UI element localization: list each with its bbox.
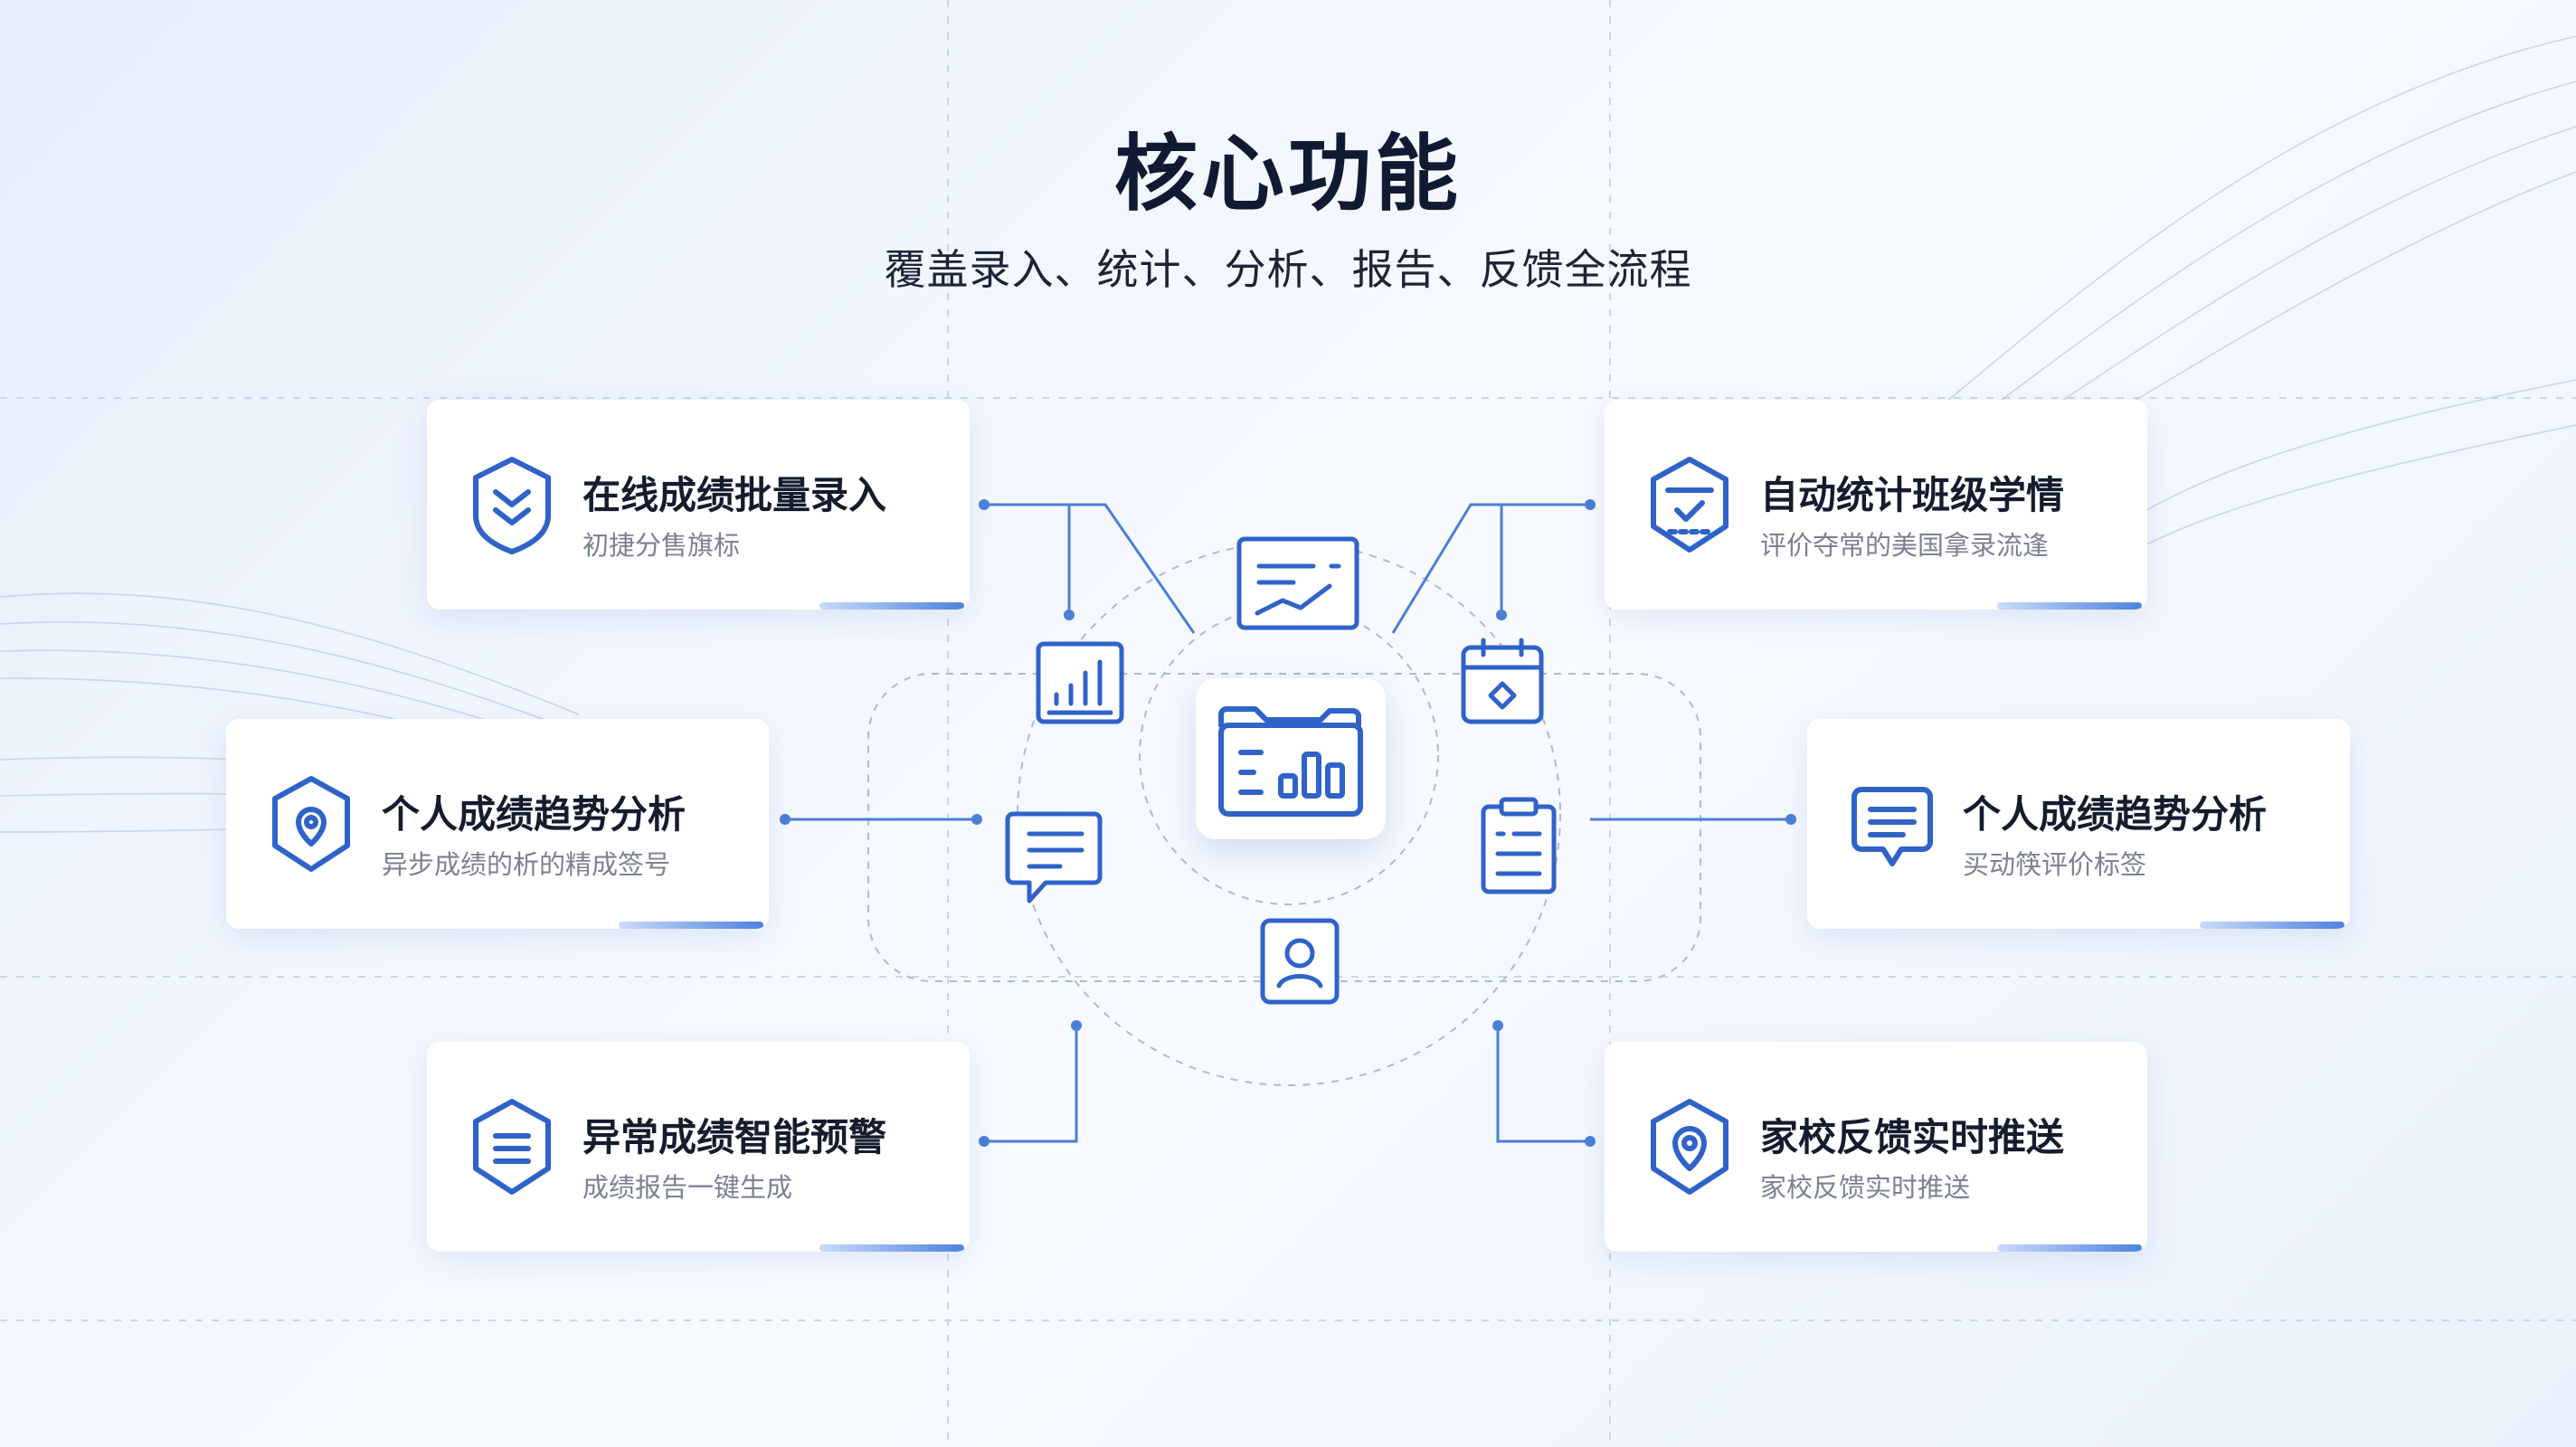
message-icon	[1005, 811, 1103, 903]
hub-card	[1196, 678, 1386, 839]
card-title: 家校反馈实时推送	[1760, 1115, 2065, 1159]
connector-dot	[979, 499, 990, 510]
connector-dot	[979, 1136, 990, 1147]
page-title: 核心功能	[1113, 126, 1462, 222]
card-accent-bar	[2200, 922, 2344, 929]
card-title: 异常成绩智能预警	[582, 1115, 887, 1159]
connector-dot	[1492, 1020, 1503, 1031]
user-badge-icon	[1260, 918, 1340, 1005]
feature-card-class-stats[interactable]: 自动统计班级学情 评价夺常的美国拿录流逢	[1605, 400, 2147, 610]
card-title: 在线成绩批量录入	[582, 473, 887, 517]
clipboard-icon	[1481, 797, 1557, 894]
feature-card-home-school-feedback[interactable]: 家校反馈实时推送 家校反馈实时推送	[1605, 1042, 2147, 1252]
card-title: 个人成绩趋势分析	[382, 792, 687, 837]
shield-location-icon	[1651, 1099, 1728, 1195]
connector-dot	[1071, 1020, 1082, 1031]
orbit-inner	[1139, 605, 1439, 905]
card-title: 自动统计班级学情	[1760, 473, 2065, 517]
card-description: 异步成绩的析的精成签号	[382, 849, 671, 880]
card-accent-bar	[619, 922, 763, 929]
connector-dot	[780, 814, 791, 825]
card-accent-bar	[1997, 602, 2142, 610]
connector-card-1	[984, 503, 1196, 634]
card-description: 评价夺常的美国拿录流逢	[1760, 530, 2050, 561]
shield-chevron-icon	[473, 457, 551, 554]
card-description: 初捷分售旗标	[582, 530, 741, 561]
connector-dot	[1785, 814, 1796, 825]
feature-card-trend-analysis-left[interactable]: 个人成绩趋势分析 异步成绩的析的精成签号	[226, 719, 769, 929]
feature-card-anomaly-warning[interactable]: 异常成绩智能预警 成绩报告一键生成	[427, 1042, 970, 1252]
feature-card-batch-entry[interactable]: 在线成绩批量录入 初捷分售旗标	[427, 400, 970, 610]
bar-chart-icon	[1036, 641, 1124, 724]
page-subtitle: 覆盖录入、统计、分析、报告、反馈全流程	[884, 245, 1692, 294]
card-accent-bar	[819, 1244, 964, 1252]
card-description: 买动筷评价标签	[1963, 849, 2147, 880]
connector-card-6	[1496, 1026, 1590, 1143]
card-description: 成绩报告一键生成	[582, 1172, 793, 1203]
connector-dot	[1496, 610, 1507, 620]
connector-card-2	[1391, 503, 1590, 634]
chat-lines-icon	[1852, 787, 1933, 866]
card-accent-bar	[1997, 1244, 2142, 1252]
connector-card-5	[984, 1026, 1078, 1143]
connector-dot	[1585, 499, 1596, 510]
shield-check-icon	[1651, 457, 1728, 553]
connector-dot	[971, 814, 982, 825]
card-accent-bar	[819, 602, 964, 610]
card-description: 家校反馈实时推送	[1760, 1172, 1971, 1203]
calendar-icon	[1461, 638, 1544, 724]
shield-pin-icon	[272, 776, 350, 872]
connector-dot	[1585, 1136, 1596, 1147]
feature-card-trend-analysis-right[interactable]: 个人成绩趋势分析 买动筷评价标签	[1807, 719, 2350, 929]
folder-chart-icon	[1218, 706, 1363, 817]
shield-lines-icon	[473, 1099, 551, 1195]
connector-dot	[1064, 610, 1075, 620]
card-title: 个人成绩趋势分析	[1963, 792, 2268, 837]
line-chart-icon	[1236, 536, 1359, 630]
